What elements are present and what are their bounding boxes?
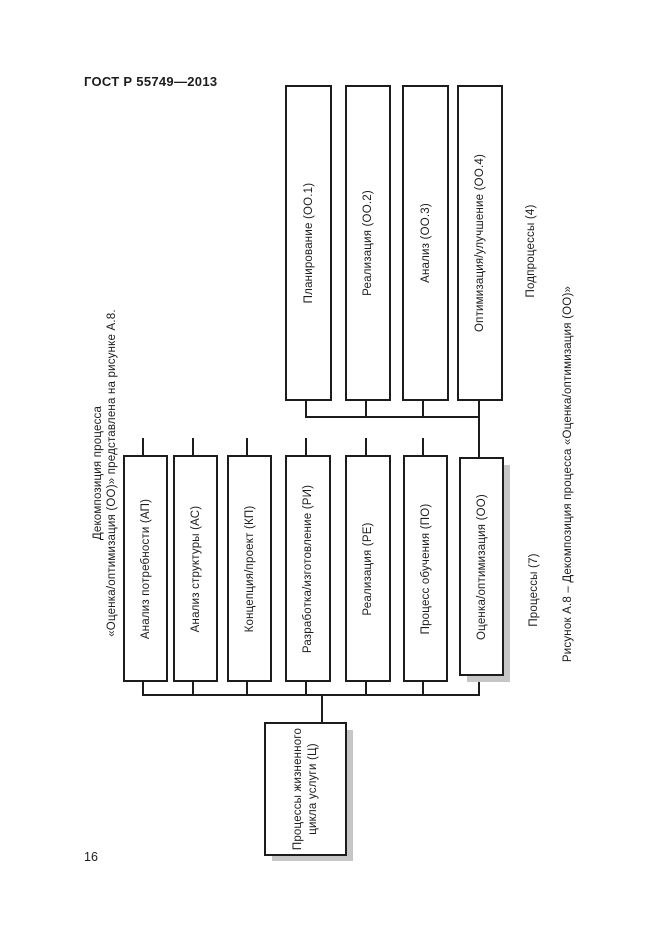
process-label: Анализ потребности (АП) [139,498,152,639]
process-bottom-stub-line-1 [142,678,144,696]
intro-line-1: Декомпозиция процесса [92,405,104,541]
process-box-structure-analysis: Анализ структуры (АС) [173,455,218,682]
root-trunk-line [321,694,323,722]
process-top-stub-line-5 [365,438,367,455]
process-top-stub-line-2 [192,438,194,455]
subprocess-label: Реализация (ОО.2) [362,190,374,296]
process-bottom-stub-line-3 [246,678,248,696]
process-box-concept-project: Концепция/проект (КП) [227,455,272,682]
process-box-evaluation-optimization: Оценка/оптимизация (ОО) [459,457,504,676]
process-bottom-stub-line-7 [478,672,480,696]
process-label: Реализация (РЕ) [362,521,374,616]
process-bottom-stub-line-2 [192,678,194,696]
subprocess-stub-line-2 [365,397,367,418]
process-top-stub-line-1 [142,438,144,455]
document-header: ГОСТ Р 55749—2013 [84,74,218,89]
process-box-needs-analysis: Анализ потребности (АП) [123,455,168,682]
subprocess-box-optimization: Оптимизация/улучшение (ОО.4) [457,85,503,401]
subprocess-stub-riser-line [478,397,480,457]
process-box-training: Процесс обучения (ПО) [403,455,448,682]
root-box-line-2: цикла услуги (Ц) [306,743,319,835]
subprocess-stub-line-3 [422,397,424,418]
process-bottom-stub-line-6 [422,678,424,696]
root-box-lifecycle-processes: Процессы жизненного цикла услуги (Ц) [264,722,347,856]
subprocess-bus-line [305,416,480,418]
process-label: Оценка/оптимизация (ОО) [475,493,488,640]
process-label: Процесс обучения (ПО) [419,503,432,634]
process-bus-line [142,694,480,696]
process-bottom-stub-line-5 [365,678,367,696]
process-top-stub-line-6 [422,438,424,455]
subprocess-label: Анализ (ОО.3) [419,203,432,283]
process-label: Концепция/проект (КП) [243,505,256,632]
subprocess-stub-line-1 [305,397,307,418]
process-label: Разработка/изготовление (РИ) [302,484,314,653]
process-box-development: Разработка/изготовление (РИ) [285,455,331,682]
process-top-stub-line-4 [305,438,307,455]
process-top-stub-line-3 [246,438,248,455]
subprocess-box-realization: Реализация (ОО.2) [345,85,391,401]
subprocess-label: Планирование (ОО.1) [302,182,315,304]
subprocess-label: Оптимизация/улучшение (ОО.4) [474,154,486,332]
process-label: Анализ структуры (АС) [189,505,202,632]
subprocess-box-planning: Планирование (ОО.1) [285,85,332,401]
root-box-line-1: Процессы жизненного [291,727,304,851]
process-bottom-stub-line-4 [305,678,307,696]
intro-line-2: «Оценка/оптимизация (ОО)» представлена н… [106,309,118,637]
page-number: 16 [84,850,98,864]
subprocess-box-analysis: Анализ (ОО.3) [402,85,449,401]
process-box-realization: Реализация (РЕ) [345,455,391,682]
